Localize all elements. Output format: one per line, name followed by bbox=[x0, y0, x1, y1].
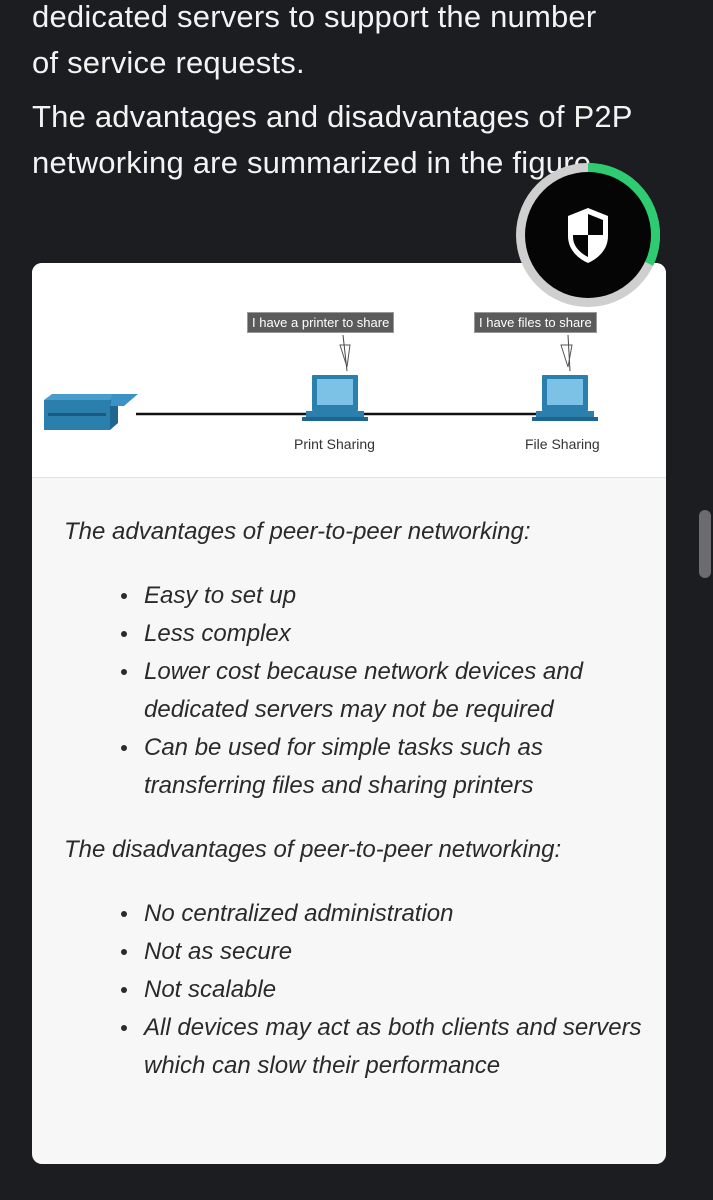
article-text: networking are summarized in the figure. bbox=[32, 145, 600, 180]
security-shield-button[interactable] bbox=[509, 156, 667, 314]
list-item: No centralized administration bbox=[64, 895, 644, 933]
list-item-text: Lower cost because network devices and d… bbox=[144, 658, 583, 723]
article-text-cut: dedicated servers to support the number bbox=[32, 0, 597, 34]
list-item-text: All devices may act as both clients and … bbox=[144, 1014, 642, 1079]
bullet-icon bbox=[121, 911, 127, 917]
list-item: All devices may act as both clients and … bbox=[64, 1009, 644, 1085]
list-item: Can be used for simple tasks such as tra… bbox=[64, 729, 644, 805]
article-paragraph-top: dedicated servers to support the number … bbox=[32, 0, 682, 86]
print-sharing-label: Print Sharing bbox=[294, 436, 375, 452]
list-item-text: Not as secure bbox=[144, 938, 293, 965]
list-item: Lower cost because network devices and d… bbox=[64, 653, 644, 729]
list-item-text: Not scalable bbox=[144, 976, 277, 1003]
advantages-heading: The advantages of peer-to-peer networkin… bbox=[64, 518, 531, 545]
bullet-icon bbox=[121, 745, 127, 751]
bullet-icon bbox=[121, 949, 127, 955]
list-item-text: No centralized administration bbox=[144, 900, 454, 927]
article-paragraph-summary: The advantages and disadvantages of P2P … bbox=[32, 94, 682, 186]
tooltip-printer: I have a printer to share bbox=[247, 312, 395, 333]
network-diagram bbox=[44, 334, 598, 430]
computer-icon bbox=[532, 334, 598, 421]
file-sharing-label: File Sharing bbox=[525, 436, 600, 452]
article-text: The advantages and disadvantages of P2P bbox=[32, 99, 633, 134]
list-item: Not scalable bbox=[64, 971, 644, 1009]
progress-ring bbox=[516, 163, 660, 307]
bullet-icon bbox=[121, 593, 127, 599]
article-text: of service requests. bbox=[32, 45, 305, 80]
p2p-figure: I have a printer to share I have files t… bbox=[32, 263, 666, 478]
disadvantages-list: No centralized administration Not as sec… bbox=[64, 895, 644, 1085]
pros-cons-text: The advantages of peer-to-peer networkin… bbox=[64, 513, 644, 1085]
bullet-icon bbox=[121, 631, 127, 637]
list-item: Less complex bbox=[64, 615, 644, 653]
list-item: Easy to set up bbox=[64, 577, 644, 615]
advantages-list: Easy to set up Less complex Lower cost b… bbox=[64, 577, 644, 805]
list-item-text: Can be used for simple tasks such as tra… bbox=[144, 734, 543, 799]
figure-card: I have a printer to share I have files t… bbox=[32, 263, 666, 1164]
list-item-text: Easy to set up bbox=[144, 582, 297, 609]
list-item: Not as secure bbox=[64, 933, 644, 971]
list-item-text: Less complex bbox=[144, 620, 291, 647]
bullet-icon bbox=[121, 669, 127, 675]
tooltip-files: I have files to share bbox=[474, 312, 597, 333]
bullet-icon bbox=[121, 987, 127, 993]
shield-icon bbox=[568, 208, 608, 263]
printer-icon bbox=[44, 394, 138, 430]
computer-icon bbox=[302, 334, 368, 421]
bullet-icon bbox=[121, 1025, 127, 1031]
disadvantages-heading: The disadvantages of peer-to-peer networ… bbox=[64, 836, 562, 863]
scrollbar-thumb[interactable] bbox=[699, 510, 711, 578]
